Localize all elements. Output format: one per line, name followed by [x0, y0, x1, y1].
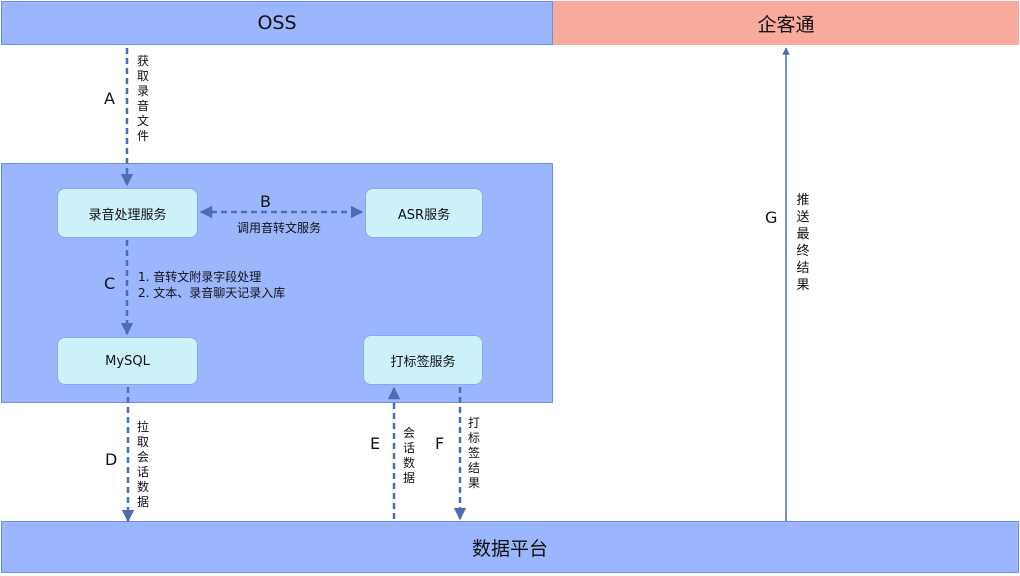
- edge-a-label: 获取录音文件: [136, 54, 149, 143]
- edge-f-label: 打标签结果: [467, 416, 480, 490]
- edge-d-letter: D: [105, 450, 118, 469]
- edge-g-letter: G: [765, 208, 778, 227]
- edge-e-letter: E: [370, 434, 381, 453]
- edge-b-label: 调用音转文服务: [237, 221, 322, 235]
- recording-service-node: 录音处理服务: [57, 188, 198, 238]
- mysql-label: MySQL: [105, 353, 150, 369]
- oss-band: OSS: [1, 1, 553, 45]
- tagging-service-label: 打标签服务: [390, 354, 456, 370]
- recording-service-label: 录音处理服务: [88, 207, 167, 223]
- tagging-service-node: 打标签服务: [363, 335, 483, 385]
- asr-service-node: ASR服务: [365, 188, 483, 238]
- mysql-node: MySQL: [57, 337, 198, 385]
- edge-b-letter: B: [260, 192, 271, 211]
- edge-c-letter: C: [104, 274, 116, 293]
- oss-label: OSS: [257, 12, 297, 34]
- data-platform-band: 数据平台: [1, 521, 1019, 573]
- edge-c-line1: 1. 音转文附录字段处理: [138, 270, 262, 284]
- edge-f-letter: F: [435, 434, 445, 453]
- edge-e-label: 会话数据: [402, 426, 415, 485]
- edge-g-label: 推送最终结果: [796, 193, 810, 293]
- edge-d-label: 拉取会话数据: [136, 420, 149, 509]
- qikeotong-band: 企客通: [553, 1, 1019, 45]
- asr-service-label: ASR服务: [397, 207, 451, 223]
- edge-c-line2: 2. 文本、录音聊天记录入库: [138, 286, 286, 300]
- edge-a-letter: A: [104, 89, 115, 108]
- qikeotong-label: 企客通: [757, 13, 815, 36]
- data-platform-label: 数据平台: [471, 537, 548, 560]
